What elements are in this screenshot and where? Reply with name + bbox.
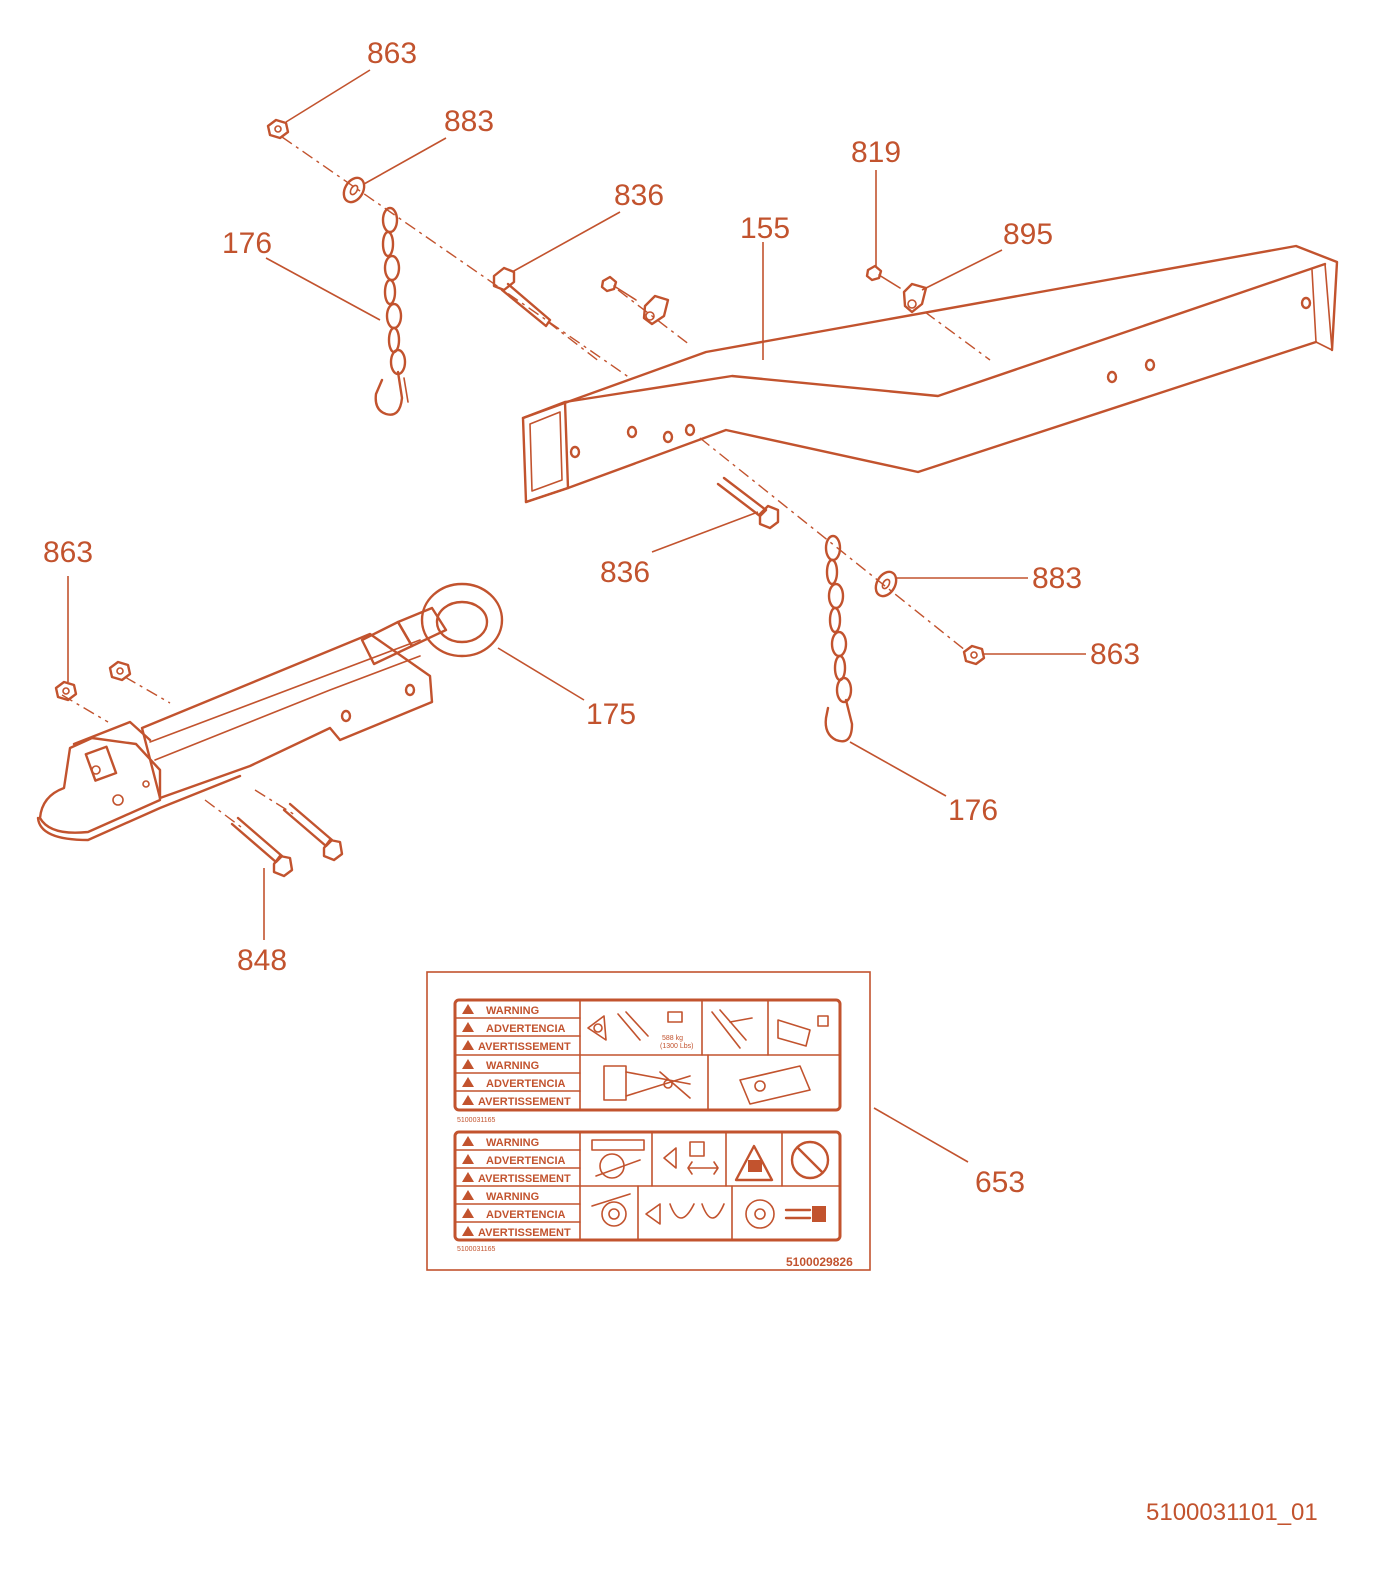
pictogram-gear-hand-icon bbox=[591, 1139, 645, 1179]
leader-lines bbox=[67, 69, 1086, 1163]
warning-triangle-icons bbox=[462, 1004, 474, 1105]
safety-chain-176-right bbox=[824, 534, 854, 743]
callout-836-mid: 836 bbox=[600, 556, 650, 589]
washer-883-right bbox=[874, 570, 898, 598]
decal-advertencia-2: ADVERTENCIA bbox=[486, 1078, 566, 1090]
pictogram-eye-icon bbox=[587, 1011, 683, 1041]
pictogram-chain-cross-icon bbox=[603, 1065, 691, 1101]
decal-advertencia-4: ADVERTENCIA bbox=[486, 1209, 566, 1221]
pictogram-hitch-icon bbox=[739, 1065, 811, 1105]
clamp-895-left bbox=[642, 294, 670, 326]
decal-part-number: 5100029826 bbox=[786, 1255, 853, 1269]
callout-863-top: 863 bbox=[367, 37, 417, 70]
callout-863-right: 863 bbox=[1090, 638, 1140, 671]
centerline-clamp-right bbox=[924, 311, 991, 361]
callout-848: 848 bbox=[237, 944, 287, 977]
decal-advertencia-1: ADVERTENCIA bbox=[486, 1023, 566, 1035]
pictogram-light-arrows-icon bbox=[663, 1141, 719, 1175]
lunette-ring-175 bbox=[36, 582, 504, 842]
document-number: 5100031101_01 bbox=[1146, 1499, 1318, 1526]
small-bolt-819-left bbox=[600, 275, 637, 301]
decal-warning-1: WARNING bbox=[486, 1005, 539, 1017]
clamp-895 bbox=[902, 282, 928, 314]
centerline-coupler-bolt-2 bbox=[254, 789, 296, 816]
decal-load-text-2: (1300 Lbs) bbox=[660, 1043, 693, 1050]
callout-176-top: 176 bbox=[222, 227, 272, 260]
pictogram-chain-hands-icon bbox=[711, 1009, 753, 1049]
callout-883-right: 883 bbox=[1032, 562, 1082, 595]
callout-819: 819 bbox=[851, 136, 901, 169]
callout-176-right: 176 bbox=[948, 794, 998, 827]
warning-triangle-icons-lower bbox=[462, 1136, 474, 1236]
decal-warning-2: WARNING bbox=[486, 1060, 539, 1072]
decal-advertencia-3: ADVERTENCIA bbox=[486, 1155, 566, 1167]
bolt-836-mid bbox=[716, 476, 780, 530]
small-bolt-819 bbox=[865, 264, 901, 289]
decal-sub-pn-2: 5100031165 bbox=[457, 1246, 496, 1253]
pictogram-no-entry-icon bbox=[790, 1140, 830, 1180]
bolt-848-1 bbox=[230, 816, 294, 878]
callout-883-top: 883 bbox=[444, 105, 494, 138]
decal-warning-3: WARNING bbox=[486, 1137, 539, 1149]
decal-avertissement-4: AVERTISSEMENT bbox=[478, 1227, 571, 1239]
centerline-coupler-nut-2 bbox=[124, 676, 171, 704]
decal-avertissement-3: AVERTISSEMENT bbox=[478, 1173, 571, 1185]
pictogram-wheel-icon bbox=[591, 1193, 631, 1227]
washer-883-top bbox=[342, 176, 366, 204]
pictogram-tire-pressure-icon bbox=[645, 1203, 725, 1225]
safety-chain-176-left bbox=[374, 206, 409, 416]
centerline-bolt-top bbox=[547, 321, 601, 363]
centerline-right-chain bbox=[699, 437, 966, 651]
callout-895: 895 bbox=[1003, 218, 1053, 251]
pictogram-lock-icon bbox=[777, 1015, 829, 1047]
centerline-left-chain bbox=[281, 136, 631, 379]
coupler-nut-863-2 bbox=[108, 660, 132, 682]
decal-load-text: 588 kg bbox=[662, 1035, 683, 1042]
callout-863-left: 863 bbox=[43, 536, 93, 569]
decal-sub-pn-1: 5100031165 bbox=[457, 1117, 496, 1124]
pictogram-hub-wrench-icon bbox=[745, 1199, 826, 1229]
callout-836-top: 836 bbox=[614, 179, 664, 212]
decal-653: WARNING ADVERTENCIA AVERTISSEMENT WARNIN… bbox=[426, 971, 871, 1271]
decal-warning-4: WARNING bbox=[486, 1191, 539, 1203]
centerline-coupler-bolt-1 bbox=[204, 799, 246, 831]
pictogram-caution-triangle-icon bbox=[734, 1144, 774, 1182]
decal-avertissement-1: AVERTISSEMENT bbox=[478, 1041, 571, 1053]
bolt-836-top bbox=[492, 266, 552, 328]
bolt-848-2 bbox=[282, 802, 344, 862]
tongue-tube-155 bbox=[521, 244, 1339, 504]
callout-653: 653 bbox=[975, 1166, 1025, 1199]
nut-863-top bbox=[266, 118, 290, 140]
coupler-nut-863-1 bbox=[54, 680, 78, 702]
callout-155: 155 bbox=[740, 212, 790, 245]
callout-175: 175 bbox=[586, 698, 636, 731]
nut-863-right bbox=[962, 644, 986, 666]
decal-avertissement-2: AVERTISSEMENT bbox=[478, 1096, 571, 1108]
centerline-clamp bbox=[617, 289, 691, 346]
